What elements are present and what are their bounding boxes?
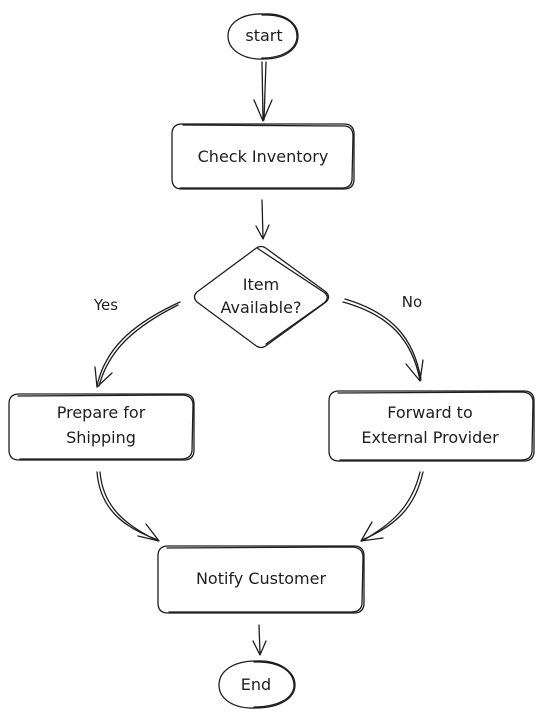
- end-label: End: [241, 675, 271, 694]
- start-node[interactable]: start: [227, 13, 299, 60]
- forward-provider-label-line2: External Provider: [361, 428, 499, 447]
- forward-provider-label-line1: Forward to: [387, 403, 473, 422]
- prepare-shipping-label-line1: Prepare for: [57, 403, 146, 422]
- notify-customer-label: Notify Customer: [196, 569, 327, 588]
- start-label: start: [245, 26, 282, 45]
- arrow-check-to-decision: [255, 199, 270, 240]
- decision-label-line2: Available?: [221, 298, 302, 317]
- prepare-shipping-label-line2: Shipping: [66, 428, 136, 447]
- arrow-start-to-check: [253, 61, 273, 122]
- yes-label: Yes: [93, 296, 118, 314]
- arrow-prepare-to-notify: [96, 471, 160, 542]
- check-inventory-node[interactable]: Check Inventory: [171, 123, 355, 190]
- prepare-shipping-node[interactable]: Prepare for Shipping: [8, 393, 195, 461]
- item-available-decision[interactable]: Item Available?: [193, 245, 330, 349]
- arrow-yes-branch: Yes: [93, 296, 181, 388]
- notify-customer-node[interactable]: Notify Customer: [157, 545, 365, 614]
- arrow-forward-to-notify: [360, 471, 424, 542]
- no-label: No: [402, 293, 422, 311]
- check-inventory-label: Check Inventory: [198, 147, 329, 166]
- arrow-no-branch: No: [342, 293, 424, 382]
- forward-provider-node[interactable]: Forward to External Provider: [328, 390, 535, 462]
- decision-label-line1: Item: [243, 275, 279, 294]
- arrow-notify-to-end: [252, 624, 267, 656]
- end-node[interactable]: End: [218, 660, 296, 709]
